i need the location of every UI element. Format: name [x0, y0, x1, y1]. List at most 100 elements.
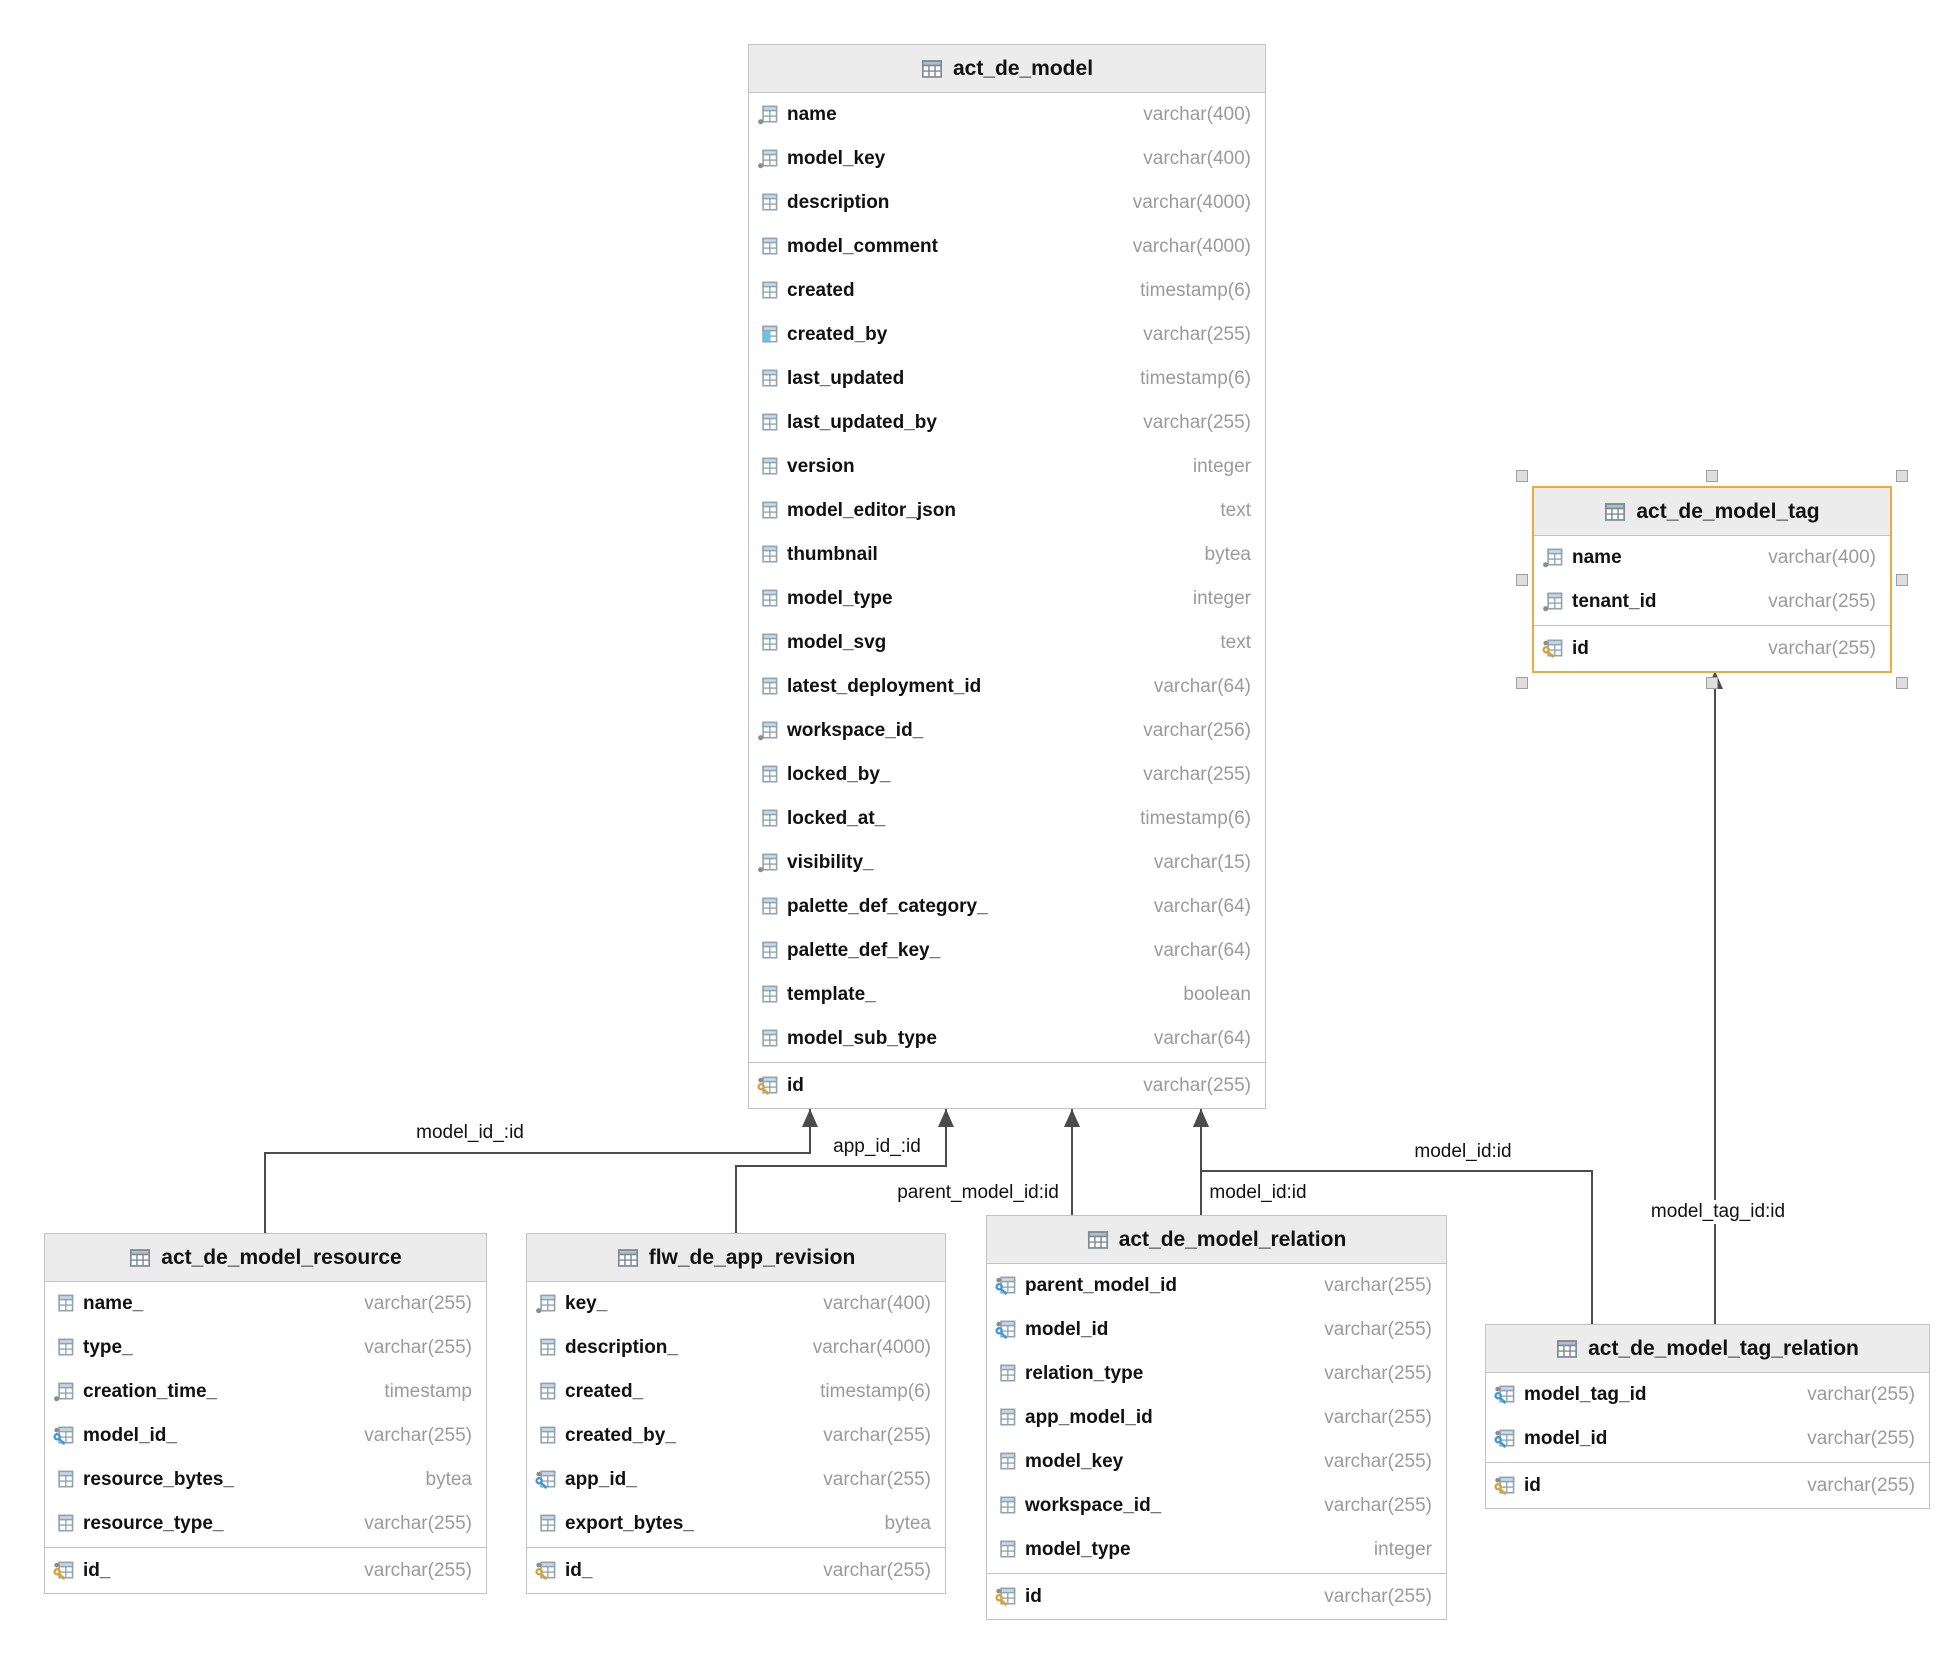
column-row-tenant_id[interactable]: tenant_id varchar(255)	[1534, 580, 1890, 624]
table-header[interactable]: act_de_model_resource	[45, 1234, 486, 1282]
column-type: timestamp(6)	[1140, 368, 1251, 389]
table-header[interactable]: act_de_model	[749, 45, 1265, 93]
column-row-description_[interactable]: description_varchar(4000)	[527, 1326, 945, 1370]
column-row-workspace_id_[interactable]: workspace_id_varchar(255)	[987, 1484, 1446, 1528]
column-row-resource_bytes_[interactable]: resource_bytes_bytea	[45, 1458, 486, 1502]
selection-handle-se[interactable]	[1896, 677, 1908, 689]
pk-separator	[527, 1547, 945, 1548]
column-row-resource_type_[interactable]: resource_type_varchar(255)	[45, 1502, 486, 1546]
selection-handle-s[interactable]	[1706, 677, 1718, 689]
column-row-type_[interactable]: type_varchar(255)	[45, 1326, 486, 1370]
column-row-created_[interactable]: created_timestamp(6)	[527, 1370, 945, 1414]
column-row-created_by_[interactable]: created_by_varchar(255)	[527, 1414, 945, 1458]
column-name: model_id_	[83, 1425, 177, 1446]
column-type: varchar(255)	[1324, 1319, 1432, 1340]
column-type: varchar(15)	[1153, 852, 1251, 873]
column-icon	[535, 1513, 557, 1535]
column-name: model_comment	[787, 236, 938, 257]
column-name: tenant_id	[1572, 591, 1657, 612]
relationship-edge[interactable]	[1200, 1109, 1593, 1324]
column-name: locked_by_	[787, 764, 891, 785]
column-type: varchar(255)	[1143, 764, 1251, 785]
column-type: varchar(255)	[1324, 1363, 1432, 1384]
primary-key-icon	[995, 1586, 1017, 1608]
column-row-model_svg[interactable]: model_svg text	[749, 621, 1265, 665]
highlighted-column-icon	[757, 324, 779, 346]
column-row-visibility_[interactable]: visibility_varchar(15)	[749, 841, 1265, 885]
column-name: id	[787, 1075, 804, 1096]
column-row-key_[interactable]: key_varchar(400)	[527, 1282, 945, 1326]
table-header[interactable]: flw_de_app_revision	[527, 1234, 945, 1282]
column-name: model_svg	[787, 632, 887, 653]
column-row-export_bytes_[interactable]: export_bytes_bytea	[527, 1502, 945, 1546]
selection-handle-n[interactable]	[1706, 470, 1718, 482]
column-name: id_	[83, 1560, 111, 1581]
selection-handle-w[interactable]	[1516, 573, 1528, 586]
column-row-name_[interactable]: name_varchar(255)	[45, 1282, 486, 1326]
column-row-model_id_[interactable]: model_id_varchar(255)	[45, 1414, 486, 1458]
pk-separator	[45, 1547, 486, 1548]
column-row-template_[interactable]: template_boolean	[749, 973, 1265, 1017]
column-type: varchar(64)	[1153, 676, 1251, 697]
relationship-edge[interactable]	[264, 1109, 811, 1233]
selection-handle-e[interactable]	[1896, 573, 1908, 586]
column-row-locked_by_[interactable]: locked_by_ varchar(255)	[749, 753, 1265, 797]
column-name: model_sub_type	[787, 1028, 937, 1049]
table-header[interactable]: act_de_model_relation	[987, 1216, 1446, 1264]
relationship-edge[interactable]	[735, 1109, 947, 1233]
column-row-id_[interactable]: id_varchar(255)	[45, 1549, 486, 1593]
table-header[interactable]: act_de_model_tag_relation	[1486, 1325, 1929, 1373]
table-header[interactable]: act_de_model_tag	[1534, 488, 1890, 536]
primary-key-icon	[1494, 1475, 1516, 1497]
column-name: id_	[565, 1560, 593, 1581]
column-row-id_[interactable]: id_varchar(255)	[527, 1549, 945, 1593]
column-type: text	[1220, 632, 1251, 653]
column-row-workspace_id_[interactable]: workspace_id_varchar(256)	[749, 709, 1265, 753]
selection-handle-ne[interactable]	[1896, 470, 1908, 482]
column-type: varchar(255)	[1768, 591, 1876, 612]
column-row-app_id_[interactable]: app_id_varchar(255)	[527, 1458, 945, 1502]
column-row-locked_at_[interactable]: locked_at_timestamp(6)	[749, 797, 1265, 841]
column-row-palette_def_category_[interactable]: palette_def_category_varchar(64)	[749, 885, 1265, 929]
column-row-creation_time_[interactable]: creation_time_timestamp	[45, 1370, 486, 1414]
column-row-palette_def_key_[interactable]: palette_def_key_varchar(64)	[749, 929, 1265, 973]
foreign-key-icon	[1494, 1428, 1516, 1450]
selection-handle-sw[interactable]	[1516, 677, 1528, 689]
column-type: varchar(400)	[1768, 547, 1876, 568]
selection-handle-nw[interactable]	[1516, 470, 1528, 482]
